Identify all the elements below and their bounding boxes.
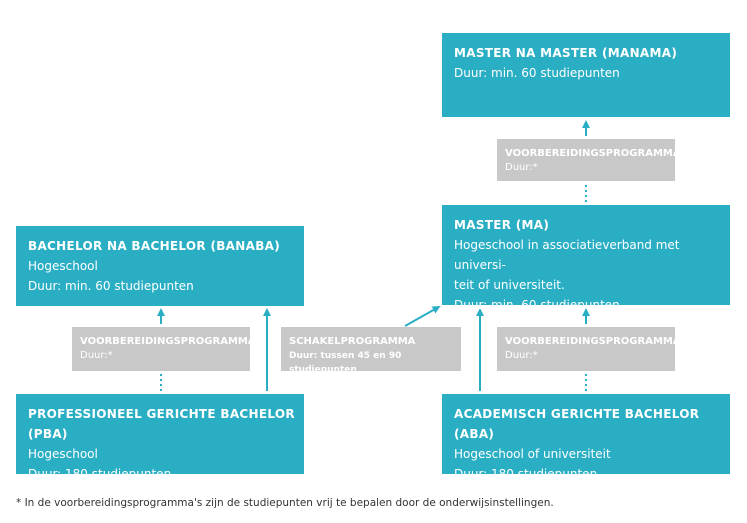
ma-box: MASTER (MA) Hogeschool in associatieverb… [442,205,730,312]
banaba-institution: Hogeschool [28,259,98,273]
banaba-duration: Duur: min. 60 studiepunten [28,279,194,293]
aba-duration: Duur: 180 studiepunten [454,467,598,481]
prep-top-duration: Duur:* [505,162,538,173]
prep-left-duration: Duur:* [80,350,113,361]
arrow-schakel-to-ma [404,306,441,327]
prep-right-title: VOORBEREIDINGSPROGRAMMA [505,336,681,347]
pba-duration: Duur: 180 studiepunten [28,467,172,481]
prep-right-duration: Duur:* [505,350,538,361]
prep-left-box: VOORBEREIDINGSPROGRAMMA Duur:* [72,327,256,371]
prep-top-box: VOORBEREIDINGSPROGRAMMA Duur:* [497,139,681,181]
schakel-box: SCHAKELPROGRAMMA Duur: tussen 45 en 90 s… [281,327,461,375]
banaba-title: BACHELOR NA BACHELOR (BANABA) [28,239,281,253]
banaba-box: BACHELOR NA BACHELOR (BANABA) Hogeschool… [16,226,304,306]
pba-title: PROFESSIONEEL GERICHTE BACHELOR (PBA) [28,407,295,441]
ma-line2: teit of universiteit. [454,278,565,292]
pba-box: PROFESSIONEEL GERICHTE BACHELOR (PBA) Ho… [16,394,304,481]
pba-institution: Hogeschool [28,447,98,461]
schakel-title: SCHAKELPROGRAMMA [289,336,416,347]
manama-title: MASTER NA MASTER (MANAMA) [454,46,678,60]
aba-title: ACADEMISCH GERICHTE BACHELOR (ABA) [454,407,700,441]
schakel-duration: Duur: tussen 45 en 90 studiepunten [289,351,402,375]
prep-right-box: VOORBEREIDINGSPROGRAMMA Duur:* [497,327,681,371]
footnote: * In de voorbereidingsprogramma's zijn d… [16,497,554,509]
ma-title: MASTER (MA) [454,218,550,232]
ma-duration: Duur: min. 60 studiepunten [454,298,620,312]
aba-box: ACADEMISCH GERICHTE BACHELOR (ABA) Hoges… [442,394,730,481]
prep-top-title: VOORBEREIDINGSPROGRAMMA [505,148,681,159]
manama-box: MASTER NA MASTER (MANAMA) Duur: min. 60 … [442,33,730,117]
prep-left-title: VOORBEREIDINGSPROGRAMMA [80,336,256,347]
aba-institution: Hogeschool of universiteit [454,447,611,461]
manama-duration: Duur: min. 60 studiepunten [454,66,620,80]
ma-line1: Hogeschool in associatieverband met univ… [454,238,680,272]
